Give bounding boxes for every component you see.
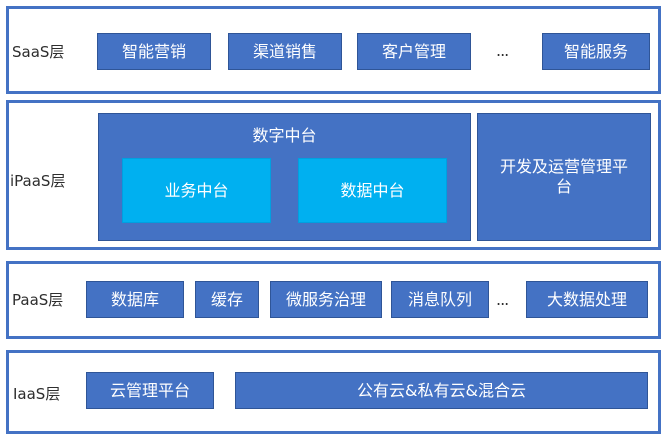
paas-item-cache: 缓存 — [195, 281, 259, 318]
iaas-item-public-private-hybrid-cloud: 公有云&私有云&混合云 — [235, 372, 648, 409]
saas-layer-label: SaaS层 — [12, 43, 65, 61]
ipaas-layer-label: iPaaS层 — [10, 172, 66, 190]
business-center-box: 业务中台 — [122, 158, 271, 223]
paas-item-microservice-governance: 微服务治理 — [270, 281, 382, 318]
saas-item-smart-service: 智能服务 — [542, 33, 650, 70]
saas-ellipsis: ... — [496, 41, 509, 60]
digital-center-title: 数字中台 — [252, 126, 317, 145]
saas-item-channel-sales: 渠道销售 — [228, 33, 342, 70]
paas-layer-label: PaaS层 — [12, 291, 64, 309]
paas-item-message-queue: 消息队列 — [391, 281, 489, 318]
paas-item-big-data: 大数据处理 — [526, 281, 648, 318]
iaas-item-cloud-management: 云管理平台 — [86, 372, 214, 409]
iaas-layer-label: IaaS层 — [13, 385, 61, 403]
paas-ellipsis: ... — [496, 290, 509, 309]
saas-item-customer-management: 客户管理 — [357, 33, 471, 70]
saas-item-smart-marketing: 智能营销 — [97, 33, 211, 70]
data-center-box: 数据中台 — [298, 158, 447, 223]
devops-platform-box: 开发及运营管理平台 — [477, 113, 651, 241]
paas-item-database: 数据库 — [86, 281, 184, 318]
